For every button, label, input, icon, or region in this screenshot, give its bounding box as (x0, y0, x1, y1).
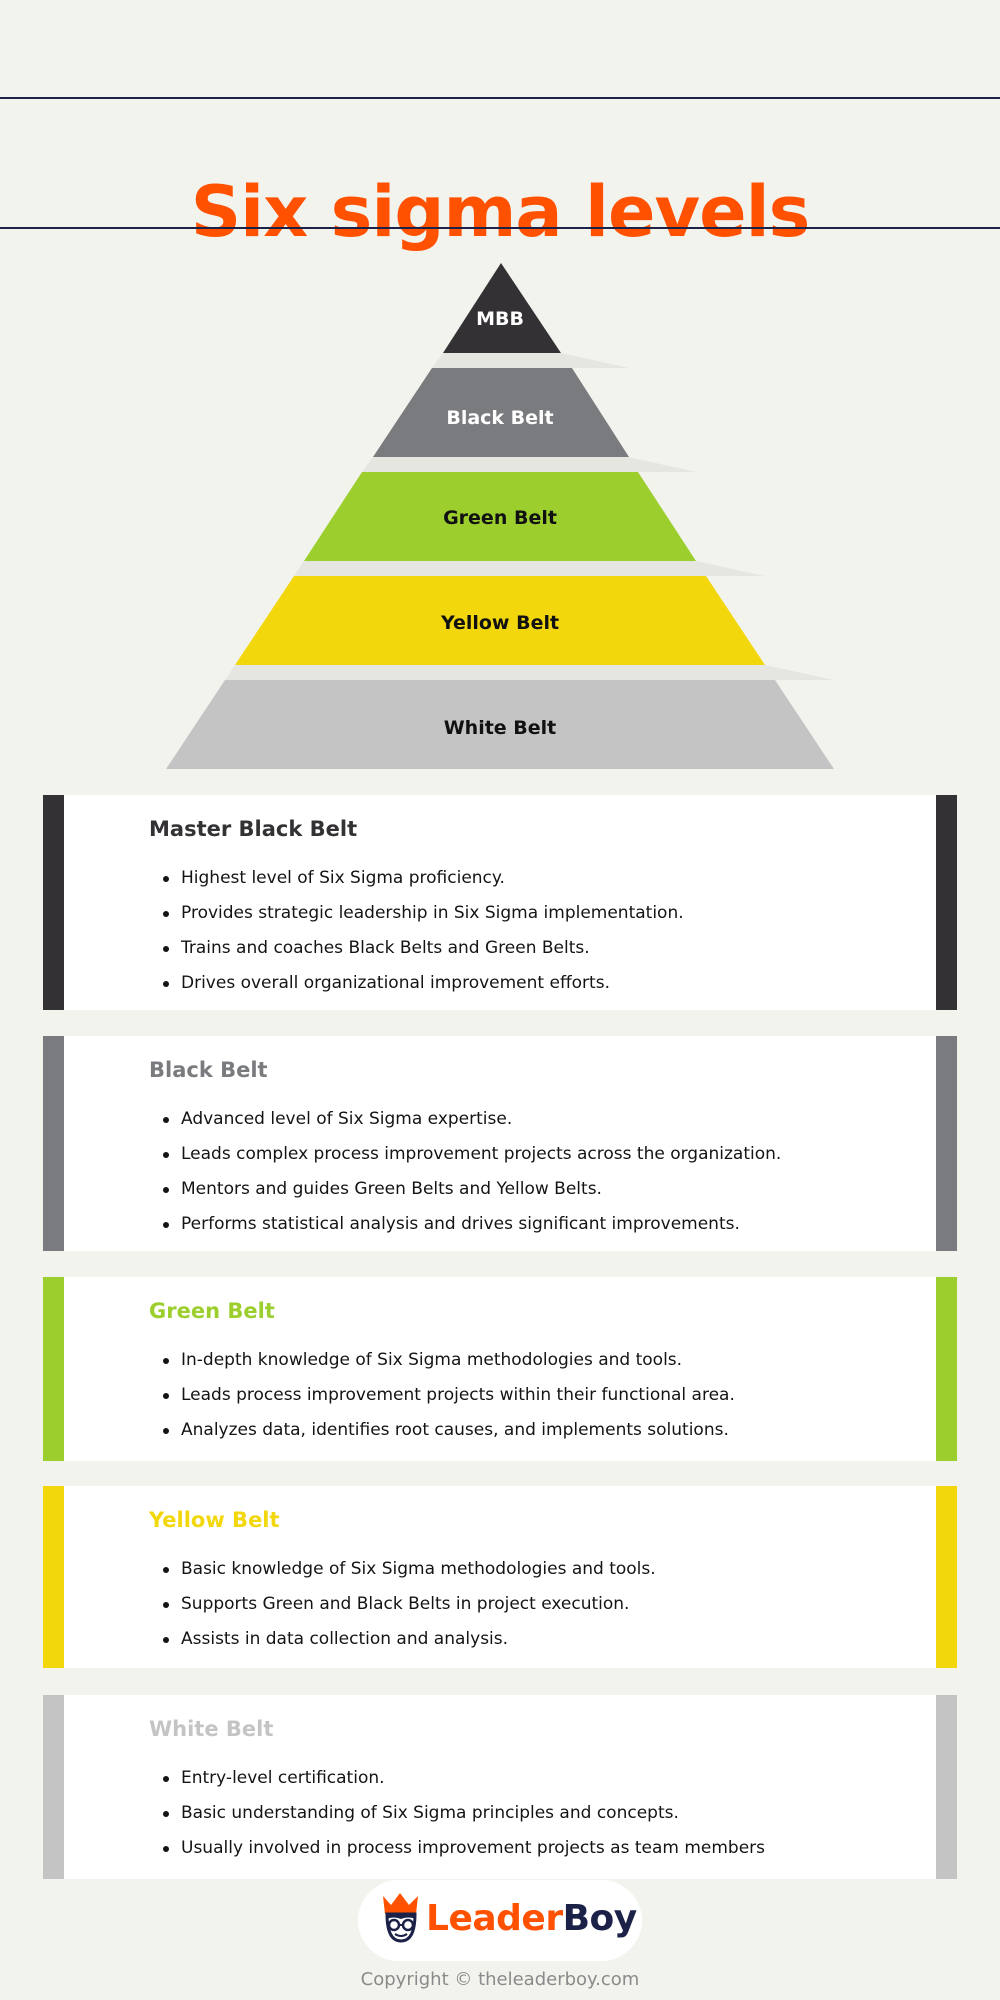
list-item: Mentors and guides Green Belts and Yello… (162, 1172, 781, 1207)
list-item: Usually involved in process improvement … (162, 1831, 765, 1866)
logo-text-leader: Leader (426, 1898, 563, 1939)
pyramid-label-mbb: MBB (476, 308, 524, 330)
tier-shadow (432, 353, 629, 368)
six-sigma-pyramid (166, 263, 834, 769)
card-black-belt: Black Belt Advanced level of Six Sigma e… (43, 1036, 957, 1251)
accent-bar-right (936, 1695, 957, 1879)
logo-wordmark: LeaderBoy (426, 1896, 637, 1942)
top-rule (0, 97, 1000, 99)
tier-shadow (225, 665, 834, 680)
tier-shadow (294, 561, 765, 576)
list-item: Highest level of Six Sigma proficiency. (163, 861, 684, 896)
leaderboy-logo[interactable]: LeaderBoy (358, 1880, 642, 1961)
card-master-black-belt: Master Black Belt Highest level of Six S… (43, 795, 957, 1010)
bullet-list: Highest level of Six Sigma proficiency. … (149, 861, 684, 1001)
list-item: Basic knowledge of Six Sigma methodologi… (163, 1552, 656, 1587)
accent-bar-right (936, 1486, 957, 1668)
card-heading: Black Belt (149, 1058, 268, 1082)
crowned-boy-icon (383, 1893, 418, 1943)
pyramid-label-white-belt: White Belt (443, 717, 557, 739)
pyramid-tier-yellow-belt (235, 576, 765, 665)
accent-bar-left (43, 795, 64, 1010)
accent-bar-right (936, 1277, 957, 1461)
card-heading: Yellow Belt (149, 1508, 280, 1532)
pyramid-label-yellow-belt: Yellow Belt (440, 612, 560, 634)
accent-bar-left (43, 1277, 64, 1461)
card-heading: Green Belt (149, 1299, 275, 1323)
bullet-list: In-depth knowledge of Six Sigma methodol… (149, 1343, 735, 1448)
pyramid-tier-black-belt (373, 368, 629, 457)
list-item: Leads complex process improvement projec… (162, 1137, 781, 1172)
list-item: Provides strategic leadership in Six Sig… (163, 896, 684, 931)
card-green-belt: Green Belt In-depth knowledge of Six Sig… (43, 1277, 957, 1461)
list-item: Assists in data collection and analysis. (163, 1622, 656, 1657)
list-item: Basic understanding of Six Sigma princip… (162, 1796, 765, 1831)
logo-text-boy: Boy (562, 1898, 638, 1939)
accent-bar-left (43, 1695, 64, 1879)
card-heading: Master Black Belt (149, 817, 358, 841)
copyright-text: Copyright © theleaderboy.com (360, 1969, 640, 1990)
bullet-list: Basic knowledge of Six Sigma methodologi… (149, 1552, 656, 1657)
list-item: Advanced level of Six Sigma expertise. (162, 1102, 781, 1137)
accent-bar-right (936, 795, 957, 1010)
pyramid-tier-white-belt (166, 680, 834, 769)
accent-bar-left (43, 1036, 64, 1251)
pyramid-tier-green-belt (304, 472, 696, 561)
list-item: In-depth knowledge of Six Sigma methodol… (163, 1343, 735, 1378)
list-item: Leads process improvement projects withi… (163, 1378, 735, 1413)
pyramid-label-black-belt: Black Belt (446, 407, 554, 429)
list-item: Performs statistical analysis and drives… (162, 1207, 781, 1242)
accent-bar-left (43, 1486, 64, 1668)
card-heading: White Belt (149, 1717, 274, 1741)
pyramid-tier-mbb (443, 263, 561, 353)
bullet-list: Advanced level of Six Sigma expertise. L… (149, 1102, 781, 1242)
page-title: Six sigma levels (190, 170, 810, 253)
pyramid-label-green-belt: Green Belt (443, 507, 557, 529)
bottom-rule (0, 227, 1000, 229)
card-white-belt: White Belt Entry-level certification. Ba… (43, 1695, 957, 1879)
list-item: Analyzes data, identifies root causes, a… (163, 1413, 735, 1448)
list-item: Drives overall organizational improvemen… (163, 966, 684, 1001)
list-item: Trains and coaches Black Belts and Green… (163, 931, 684, 966)
list-item: Entry-level certification. (162, 1761, 765, 1796)
card-yellow-belt: Yellow Belt Basic knowledge of Six Sigma… (43, 1486, 957, 1668)
bullet-list: Entry-level certification. Basic underst… (149, 1761, 765, 1866)
accent-bar-right (936, 1036, 957, 1251)
list-item: Supports Green and Black Belts in projec… (163, 1587, 656, 1622)
tier-shadow (362, 457, 696, 472)
